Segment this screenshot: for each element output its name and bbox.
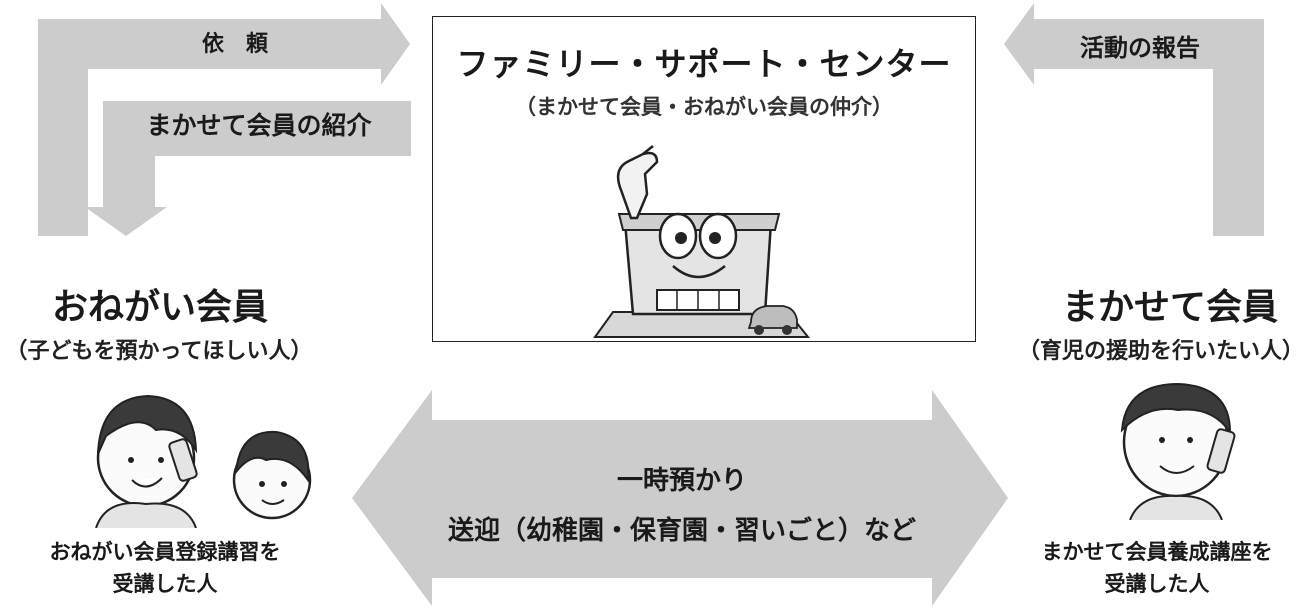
right-member-caption: まかせて会員養成講座を 受講した人: [1012, 536, 1302, 600]
right-caption-line2: 受講した人: [1104, 572, 1210, 596]
family-support-center-box: ファミリー・サポート・センター （まかせて会員・おねがい会員の仲介）: [432, 16, 976, 342]
right-caption-line1: まかせて会員養成講座を: [1041, 540, 1273, 564]
right-member-subtitle: （育児の援助を行いたい人）: [1017, 339, 1304, 364]
left-caption-line1: おねがい会員登録講習を: [49, 540, 281, 564]
left-member-subtitle: （子どもを預かってほしい人）: [5, 339, 313, 364]
center-building-mascot-icon: [593, 145, 811, 338]
exchange-arrow: [352, 390, 1008, 606]
exchange-line1: 一時預かり: [616, 466, 747, 496]
introduce-arrow: [85, 101, 411, 236]
request-label: 依 頼: [201, 32, 268, 57]
introduce-label: まかせて会員の紹介: [146, 111, 372, 140]
left-member-title: おねがい会員: [51, 287, 268, 328]
left-caption-line2: 受講した人: [112, 572, 218, 596]
exchange-line2: 送迎（幼稚園・保育園・習いごと）など: [447, 516, 916, 546]
center-subtitle: （まかせて会員・おねがい会員の仲介）: [515, 95, 893, 119]
report-label: 活動の報告: [1080, 34, 1200, 62]
center-title: ファミリー・サポート・センター: [456, 45, 952, 83]
left-member-caption: おねがい会員登録講習を 受講した人: [20, 536, 310, 600]
right-member-title: まかせて会員: [1061, 287, 1278, 328]
left-member-illustration-icon: [95, 394, 312, 528]
right-member-illustration-icon: [1120, 382, 1236, 520]
report-arrow: [1004, 3, 1264, 236]
request-arrow: [38, 3, 410, 236]
